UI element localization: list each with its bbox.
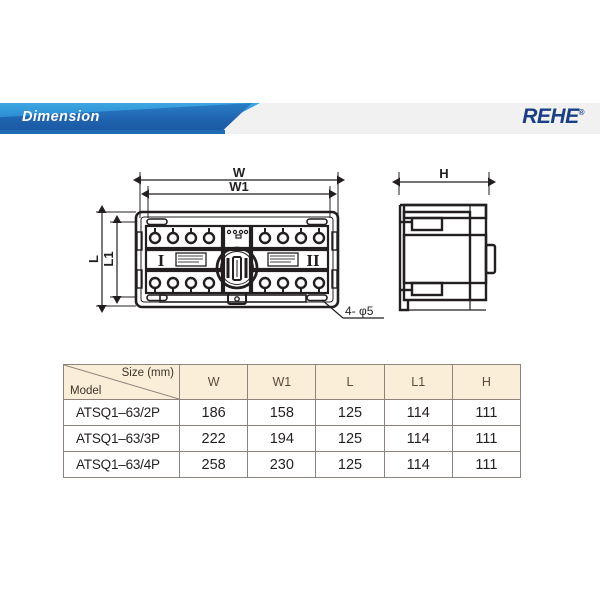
cell-l: 125 — [315, 451, 385, 478]
cell-w1: 194 — [247, 425, 317, 452]
table-col-h: H — [451, 364, 522, 400]
dimension-drawing: W W1 H L L1 I II 4- φ5 — [0, 150, 600, 355]
cell-l1: 114 — [383, 451, 453, 478]
cell-l: 125 — [315, 425, 385, 452]
page-title: Dimension — [22, 109, 100, 125]
cell-l: 125 — [315, 399, 385, 426]
registered-trademark-icon: ® — [578, 108, 585, 117]
cell-h: 111 — [451, 399, 522, 426]
table-col-w1: W1 — [247, 364, 317, 400]
source-marker-i: I — [158, 251, 165, 270]
dim-label-w1: W1 — [229, 179, 249, 194]
cell-l1: 114 — [383, 425, 453, 452]
brand-logo-text: REHE — [522, 105, 579, 128]
table-header-row: Size (mm) Model W W1 L L1 H — [62, 364, 522, 400]
cell-w1: 158 — [247, 399, 317, 426]
table-col-l: L — [315, 364, 385, 400]
cell-w: 258 — [179, 451, 249, 478]
cell-model: ATSQ1–63/2P — [62, 399, 181, 426]
cell-model: ATSQ1–63/3P — [62, 425, 181, 452]
cell-l1: 114 — [383, 399, 453, 426]
table-corner-cell: Size (mm) Model — [62, 364, 181, 400]
table-row: ATSQ1–63/3P 222 194 125 114 111 — [62, 425, 522, 452]
cell-h: 111 — [451, 425, 522, 452]
dimension-table: Size (mm) Model W W1 L L1 H ATSQ1–63/2P … — [62, 364, 522, 478]
cell-w1: 230 — [247, 451, 317, 478]
dim-label-l: L — [86, 255, 101, 263]
cell-model: ATSQ1–63/4P — [62, 451, 181, 478]
hole-callout-label: 4- φ5 — [345, 304, 374, 318]
dim-label-l1: L1 — [101, 251, 116, 266]
table-col-w: W — [179, 364, 249, 400]
table-header: Size (mm) Model W W1 L L1 H — [62, 364, 522, 400]
cell-w: 222 — [179, 425, 249, 452]
table-body: ATSQ1–63/2P 186 158 125 114 111 ATSQ1–63… — [62, 399, 522, 478]
table-col-l1: L1 — [383, 364, 453, 400]
table-corner-model-label: Model — [70, 385, 102, 397]
table-row: ATSQ1–63/4P 258 230 125 114 111 — [62, 451, 522, 478]
table-row: ATSQ1–63/2P 186 158 125 114 111 — [62, 399, 522, 426]
cell-h: 111 — [451, 451, 522, 478]
source-marker-ii: II — [306, 251, 320, 270]
brand-logo: REHE® — [522, 105, 584, 129]
cell-w: 186 — [179, 399, 249, 426]
dim-label-w: W — [233, 165, 246, 180]
section-banner: Dimension — [0, 103, 600, 134]
banner-bottom-strip — [0, 130, 225, 134]
table-corner-size-label: Size (mm) — [121, 367, 175, 379]
dim-label-h: H — [439, 166, 448, 181]
